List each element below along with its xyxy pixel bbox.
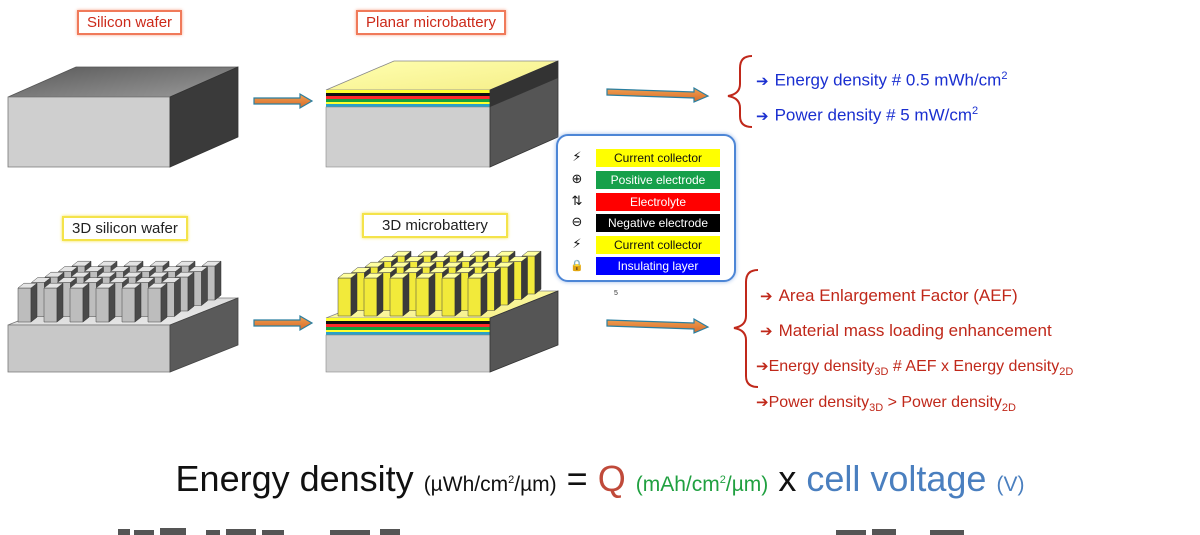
lock-icon: 🔒: [570, 259, 584, 272]
pillar: [147, 282, 168, 323]
pillar: [389, 272, 410, 317]
lightning-icon: ⚡: [572, 237, 582, 252]
pillar: [467, 272, 488, 317]
legend-row: ⊖ Negative electrode: [558, 213, 734, 233]
pillar: [69, 282, 90, 323]
legend-row: 🔒 Insulating layer: [558, 256, 734, 276]
legend-label: Insulating layer: [596, 257, 720, 275]
pillar: [17, 282, 38, 323]
planar-microbattery-label: Planar microbattery: [356, 10, 507, 35]
brace-planar: [727, 55, 753, 128]
pillar: [441, 272, 462, 317]
planar-power-density: ➔Power density # 5 mW/cm2: [756, 105, 979, 125]
planar-microbattery-block: [325, 60, 559, 168]
q-units: (mAh/cm2/µm): [635, 473, 769, 496]
arrow-right-icon: ➔: [756, 71, 769, 90]
silicon-wafer-3d-block: [7, 260, 239, 373]
pillar: [337, 272, 358, 317]
aef-item: ➔Area Enlargement Factor (AEF): [760, 286, 1018, 305]
legend-label: Current collector: [596, 236, 720, 254]
microbattery-3d-block: [325, 250, 559, 373]
arrow-wafer-to-planar: [253, 92, 314, 110]
legend-label: Electrolyte: [596, 193, 720, 211]
lhs-units: (µWh/cm2/µm): [423, 473, 557, 496]
planar-energy-density: ➔Energy density # 0.5 mWh/cm2: [756, 70, 1008, 90]
cut-off-text-strip: [118, 528, 964, 535]
pillar: [363, 272, 384, 317]
silicon-wafer-label: Silicon wafer: [77, 10, 183, 35]
pillar: [95, 282, 116, 323]
arrow-right-icon: ➔: [756, 357, 769, 375]
legend-label: Negative electrode: [596, 214, 720, 232]
pillar: [43, 282, 64, 323]
minus-circle-icon: ⊖: [571, 215, 583, 230]
pillar: [415, 272, 436, 317]
legend-row: ⊕ Positive electrode: [558, 170, 734, 190]
arrow-right-icon: ➔: [760, 287, 773, 305]
lightning-icon: ⚡: [572, 150, 582, 165]
microbattery-3d-label: 3D microbattery: [362, 213, 508, 238]
arrow-planar-to-results: [606, 86, 710, 103]
legend-label: Current collector: [596, 149, 720, 167]
mass-loading-item: ➔Material mass loading enhancement: [760, 321, 1052, 340]
legend-row: ⚡ Current collector: [558, 148, 734, 168]
arrow-3dwafer-to-3dbattery: [253, 314, 314, 332]
legend-label: Positive electrode: [596, 171, 720, 189]
layer-legend: ⚡ Current collector ⊕ Positive electrode…: [556, 134, 736, 282]
silicon-wafer-block: [7, 66, 239, 168]
legend-row: ⇅ Electrolyte: [558, 192, 734, 212]
energy-density-3d-item: ➔Energy density3D # AEF x Energy density…: [756, 357, 1074, 379]
exchange-arrows-icon: ⇅: [571, 194, 583, 209]
legend-row: ⚡ Current collector: [558, 235, 734, 255]
arrow-3dbattery-to-results: [606, 317, 710, 334]
brace-3d: [733, 269, 759, 388]
power-density-3d-item: ➔Power density3D > Power density2D: [756, 393, 1016, 415]
plus-circle-icon: ⊕: [571, 172, 583, 187]
silicon-wafer-3d-label: 3D silicon wafer: [62, 216, 188, 241]
small-mark: 5: [614, 290, 618, 297]
arrow-right-icon: ➔: [760, 322, 773, 340]
pillar: [121, 282, 142, 323]
arrow-right-icon: ➔: [756, 393, 769, 411]
energy-density-formula: Energy density (µWh/cm2/µm) = Q (mAh/cm2…: [175, 458, 1025, 499]
arrow-right-icon: ➔: [756, 106, 769, 125]
